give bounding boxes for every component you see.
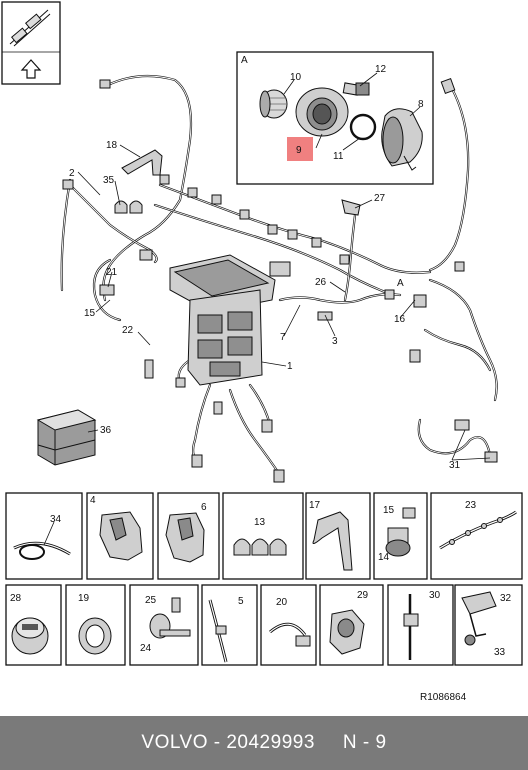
parts-row-2: 28 19 25 24 5 20 29: [5, 584, 523, 666]
callout-23: 23: [465, 500, 477, 511]
parts-row-1: 34 4 6 13 17 15 14: [5, 492, 523, 580]
callout-26: 26: [315, 277, 327, 288]
callout-31: 31: [449, 460, 461, 471]
callout-2: 2: [69, 168, 75, 179]
box-36: [36, 409, 97, 466]
bracket-18: [121, 149, 163, 176]
clip-13: 13: [233, 517, 287, 556]
harness-connectors: [62, 78, 498, 483]
callout-19: 19: [78, 593, 90, 604]
callout-29: 29: [357, 590, 369, 601]
footer-brand: VOLVO: [141, 732, 208, 753]
callout-15-grid: 15: [383, 505, 395, 516]
callout-25: 25: [145, 595, 157, 606]
wiring-harness-diagram: A 12: [1, 1, 523, 703]
callout-15: 15: [84, 308, 96, 319]
callout-18: 18: [106, 140, 118, 151]
callout-24: 24: [140, 643, 152, 654]
footer-part-number: 20429993: [226, 732, 315, 753]
ring-19: 19: [78, 593, 112, 655]
control-module: [169, 254, 276, 386]
harness-23: 23: [439, 500, 517, 550]
callout-3: 3: [332, 336, 338, 347]
footer-bar: VOLVO - 20429993 N - 9: [0, 716, 528, 770]
callout-1: 1: [287, 361, 293, 372]
footer-separator: -: [213, 732, 221, 753]
bolt-part: [342, 82, 370, 96]
bracket-27: [341, 199, 361, 216]
reference-code: R1086864: [420, 692, 467, 703]
callout-13: 13: [254, 517, 266, 528]
main-callouts: 18 2 35 21 15 22 27 26 16 3 7 1 36 31 A: [69, 140, 461, 471]
bracket-30: 30: [403, 590, 441, 660]
clips-35: [114, 200, 143, 214]
callout-34: 34: [50, 514, 62, 525]
section-marker-a: A: [397, 278, 404, 289]
housing-part: [295, 87, 349, 137]
callout-28: 28: [10, 593, 22, 604]
detail-view-a: A 12: [236, 51, 434, 185]
bracket-32-33: 32 33: [461, 591, 512, 658]
callout-20: 20: [276, 597, 288, 608]
highlight-marker: [287, 137, 313, 161]
callout-36: 36: [100, 425, 112, 436]
cover-part: [381, 108, 423, 171]
clip-4: 4: [90, 495, 143, 561]
callout-12: 12: [375, 64, 387, 75]
bracket-17: 17: [309, 500, 353, 571]
strap-5: 5: [208, 596, 244, 663]
callout-8: 8: [418, 99, 424, 110]
callout-35: 35: [103, 175, 115, 186]
callout-17: 17: [309, 500, 321, 511]
callout-33: 33: [494, 647, 506, 658]
callout-21: 21: [106, 267, 118, 278]
callout-7: 7: [280, 332, 286, 343]
callout-22: 22: [122, 325, 134, 336]
clip-15-14: 15 14: [378, 505, 416, 563]
callout-5: 5: [238, 596, 244, 607]
callout-4: 4: [90, 495, 96, 506]
cable-20: 20: [269, 597, 311, 647]
orientation-icon: [1, 1, 61, 85]
callout-9: 9: [296, 145, 302, 156]
callout-27: 27: [374, 193, 386, 204]
detail-view-label: A: [241, 55, 248, 66]
callout-30: 30: [429, 590, 441, 601]
cap-28: 28: [10, 593, 49, 655]
callout-10: 10: [290, 72, 302, 83]
clip-6: 6: [165, 502, 207, 563]
filter-part: [259, 89, 288, 119]
clip-25-24: 25 24: [140, 595, 191, 654]
callout-6: 6: [201, 502, 207, 513]
cable-tie-34: 34: [13, 514, 71, 560]
callout-32: 32: [500, 593, 512, 604]
o-ring-part: [349, 113, 377, 141]
sensor-29: 29: [329, 590, 369, 655]
callout-14: 14: [378, 552, 390, 563]
callout-16: 16: [394, 314, 406, 325]
main-leaders: [77, 144, 491, 461]
footer-page: N - 9: [342, 732, 387, 753]
callout-11: 11: [333, 151, 344, 162]
